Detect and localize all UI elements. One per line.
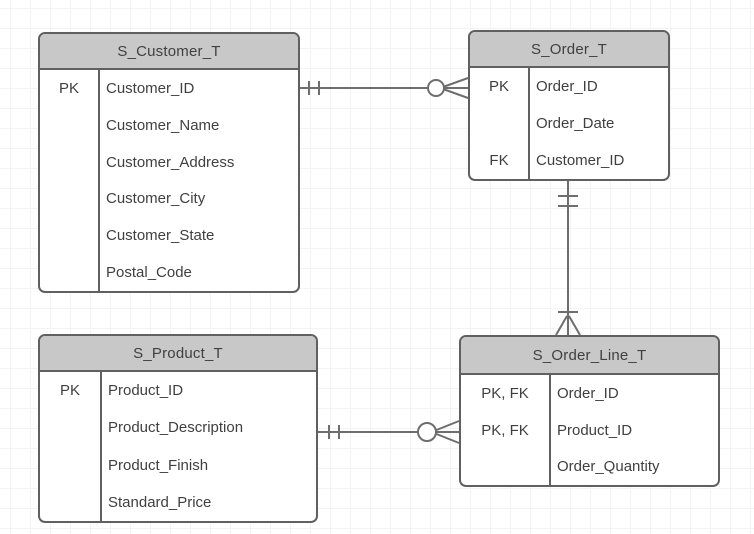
field-cell: Standard_Price [108, 493, 212, 511]
field-cell: Order_Quantity [557, 458, 660, 476]
field-cell: Product_ID [557, 421, 633, 439]
relationship-product-orderline[interactable] [318, 420, 460, 444]
field-cell: Customer_Name [106, 116, 220, 134]
entity-title: S_Product_T [40, 336, 316, 372]
one-and-only-one-notation [308, 81, 320, 95]
field-column: Customer_ID Customer_Name Customer_Addre… [100, 70, 298, 291]
key-column: PK [40, 70, 100, 291]
key-cell [40, 447, 100, 484]
relationship-customer-order[interactable] [300, 77, 469, 99]
entity-title: S_Order_Line_T [461, 337, 718, 375]
field-cell: Product_Description [108, 419, 244, 437]
field-cell: Customer_ID [106, 79, 195, 97]
key-cell [461, 448, 549, 485]
key-cell [40, 217, 98, 254]
field-cell: Customer_Address [106, 153, 235, 171]
entity-title: S_Order_T [470, 32, 668, 68]
zero-or-many-notation [417, 420, 460, 444]
key-cell [40, 180, 98, 217]
key-cell: PK, FK [481, 384, 529, 402]
field-cell: Order_ID [536, 78, 598, 95]
key-cell: PK, FK [481, 421, 529, 439]
field-column: Order_ID Product_ID Order_Quantity [551, 375, 718, 485]
field-cell: Order_Date [536, 115, 615, 132]
one-and-only-one-notation [558, 195, 578, 207]
key-cell [40, 107, 98, 144]
key-cell [40, 144, 98, 181]
field-cell: Product_Finish [108, 456, 209, 474]
one-or-many-notation [555, 311, 581, 336]
key-column: PK [40, 372, 102, 521]
key-cell: FK [489, 152, 509, 169]
field-column: Product_ID Product_Description Product_F… [102, 372, 316, 521]
entity-customer-table[interactable]: S_Customer_T PK Customer_ID Customer_Nam… [38, 32, 300, 293]
one-and-only-one-notation [328, 425, 340, 439]
key-cell [40, 254, 98, 291]
field-cell: Customer_State [106, 227, 215, 245]
key-cell: PK [58, 79, 79, 97]
entity-order-line-table[interactable]: S_Order_Line_T PK, FK PK, FK Order_ID Pr… [459, 335, 720, 487]
key-cell [40, 409, 100, 446]
zero-or-many-notation [427, 77, 469, 99]
field-cell: Product_ID [108, 382, 184, 400]
entity-order-table[interactable]: S_Order_T PK FK Order_ID Order_Date Cust… [468, 30, 670, 181]
field-cell: Postal_Code [106, 264, 192, 282]
key-cell: PK [488, 78, 509, 95]
entity-title: S_Customer_T [40, 34, 298, 70]
field-column: Order_ID Order_Date Customer_ID [530, 68, 668, 179]
key-cell [40, 484, 100, 521]
key-cell: PK [59, 382, 80, 400]
field-cell: Customer_ID [536, 152, 625, 169]
relationship-order-orderline[interactable] [555, 181, 581, 336]
entity-product-table[interactable]: S_Product_T PK Product_ID Product_Descri… [38, 334, 318, 523]
key-column: PK FK [470, 68, 530, 179]
key-column: PK, FK PK, FK [461, 375, 551, 485]
key-cell [470, 105, 528, 142]
field-cell: Order_ID [557, 384, 619, 402]
field-cell: Customer_City [106, 190, 206, 208]
